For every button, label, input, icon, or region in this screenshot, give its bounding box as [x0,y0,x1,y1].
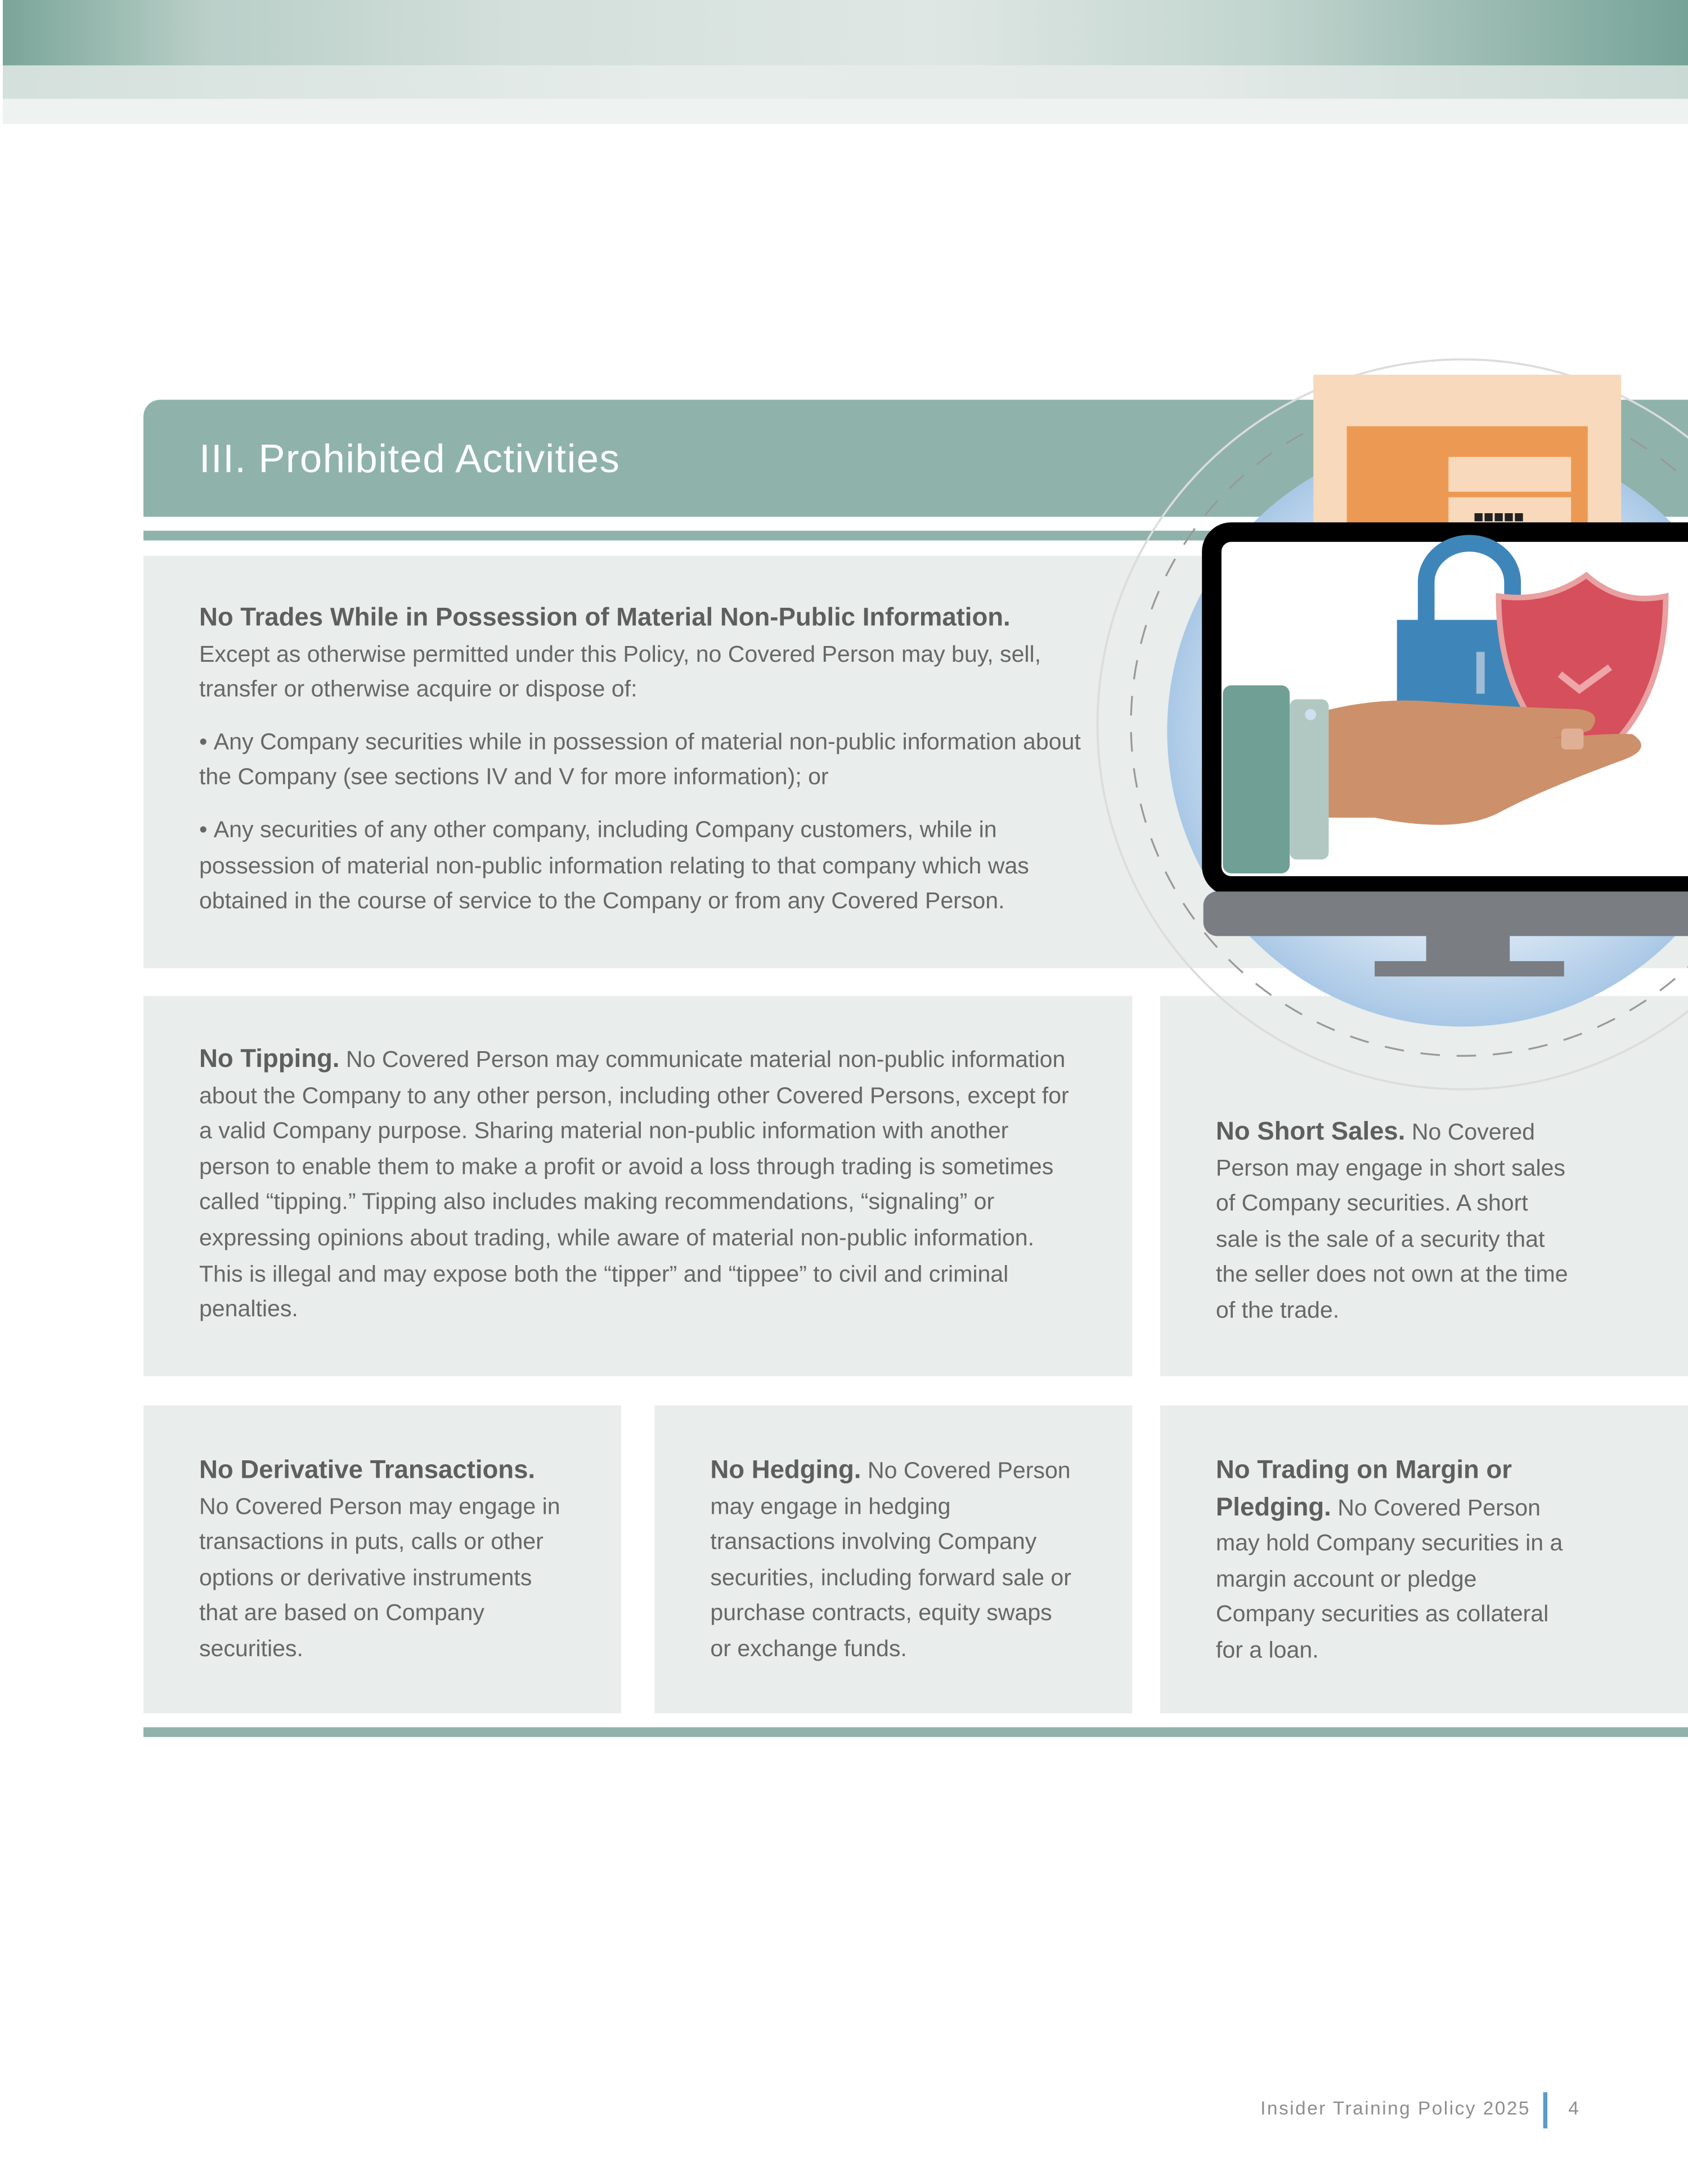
section-title: III. Prohibited Activities [199,437,621,482]
top-gradient-band [2,0,1688,66]
arc-decoration [1096,358,1688,1091]
padlock-icon [1417,535,1521,624]
margin-heading: No Trading on Margin or Pledging. [1215,1454,1512,1521]
short-sales-heading: No Short Sales. [1215,1115,1406,1145]
security-illustration: ■■■■■ [1087,348,1688,1101]
derivatives-body: No Covered Person may engage in transact… [199,1492,560,1662]
list-item: • Any Company securities while in posses… [199,728,1081,791]
divider [143,531,1230,541]
hedging-heading: No Hedging. [710,1454,861,1484]
bottom-divider [143,1727,1688,1737]
mnpi-intro: Except as otherwise permitted under this… [199,640,1041,703]
margin-panel: No Trading on Margin or Pledging. No Cov… [1160,1405,1688,1714]
page-number: 4 [1568,2097,1581,2119]
tipping-heading: No Tipping. [199,1043,340,1073]
mnpi-heading: No Trades While in Possession of Materia… [199,602,1011,631]
check-icon [1557,664,1613,694]
hedging-panel: No Hedging. No Covered Person may engage… [654,1405,1133,1714]
footer-divider [1543,2092,1548,2129]
footer-title: Insider Training Policy 2025 [1260,2097,1530,2119]
margin-body: No Covered Person may hold Company secur… [1215,1494,1563,1663]
hedging-body: No Covered Person may engage in hedging … [710,1457,1071,1662]
derivatives-heading: No Derivative Transactions. [199,1454,536,1484]
top-band-secondary [2,65,1688,99]
bullet-text: Any Company securities while in possessi… [199,728,1081,791]
top-band-tertiary [2,98,1688,124]
list-item: • Any securities of any other company, i… [199,816,1029,914]
bullet-text: Any securities of any other company, inc… [199,816,1029,914]
derivatives-panel: No Derivative Transactions. No Covered P… [143,1405,621,1714]
short-sales-body: No Covered Person may engage in short sa… [1215,1118,1568,1324]
tipping-panel: No Tipping. No Covered Person may commun… [143,995,1133,1376]
short-sales-panel: No Short Sales. No Covered Person may en… [1160,995,1688,1376]
tipping-body: No Covered Person may communicate materi… [199,1046,1069,1322]
